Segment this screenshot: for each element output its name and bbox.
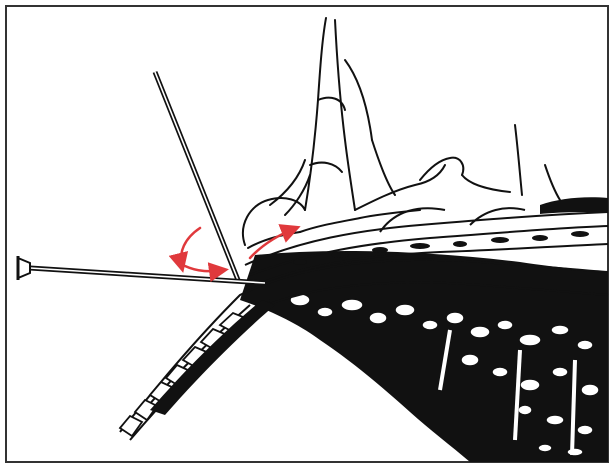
illustration-frame	[0, 0, 614, 468]
anatomy-illustration	[0, 0, 614, 468]
